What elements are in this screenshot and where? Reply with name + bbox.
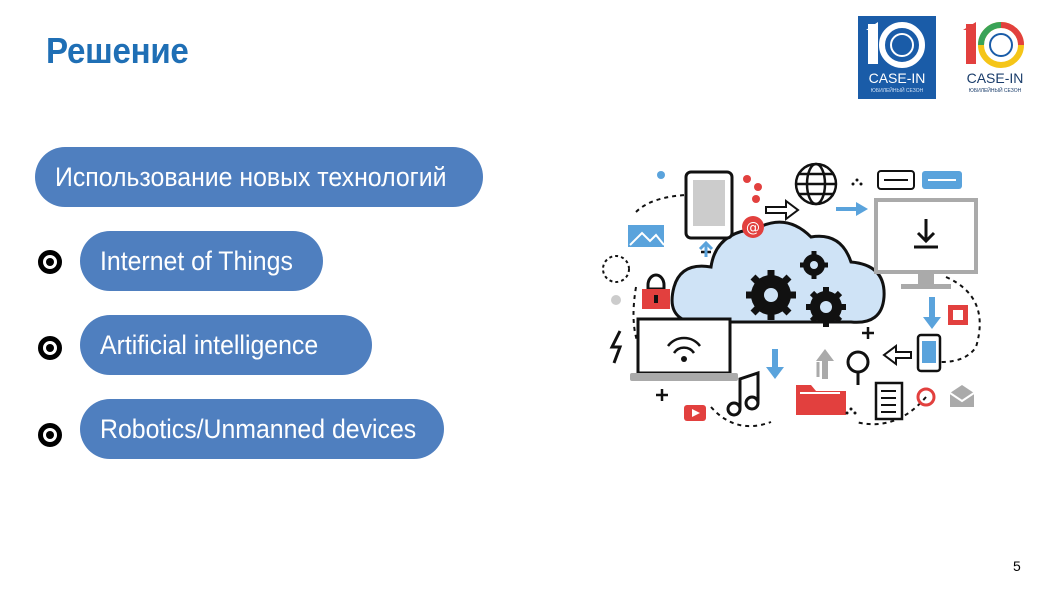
globe-icon [794, 162, 838, 206]
slide-title: Решение [46, 30, 189, 71]
tablet-icon [684, 170, 734, 240]
case-in-logo-color-graphic [963, 22, 1024, 68]
music-note-icon [726, 370, 760, 417]
gear-icon [806, 287, 846, 327]
smartphone-icon [916, 333, 942, 373]
circle-bullet-icon [38, 250, 62, 274]
gear-icon [800, 251, 828, 279]
logo-color-name: CASE-IN [966, 70, 1024, 86]
item-pill-ai: Artificial intelligence [80, 315, 372, 375]
case-in-logo-color: CASE-IN ЮБИЛЕЙНЫЙ СЕЗОН [952, 16, 1038, 99]
case-in-logo-blue: CASE-IN ЮБИЛЕЙНЫЙ СЕЗОН [858, 16, 936, 99]
page-number: 5 [1013, 558, 1021, 574]
item-label: Internet of Things [100, 246, 293, 276]
chip-icon [948, 305, 968, 325]
folder-icon [796, 385, 846, 415]
logo-color-subtitle: ЮБИЛЕЙНЫЙ СЕЗОН [968, 88, 1022, 94]
monitor-icon [874, 198, 978, 289]
item-label: Robotics/Unmanned devices [100, 414, 417, 444]
play-icon [684, 405, 706, 421]
item-pill-iot: Internet of Things [80, 231, 323, 291]
lightning-icon [609, 330, 623, 364]
gear-icon [746, 270, 796, 320]
padlock-icon [642, 273, 670, 309]
case-in-logo-blue-graphic [866, 22, 925, 68]
main-topic-label: Использование новых технологий [55, 162, 447, 192]
main-topic-pill: Использование новых технологий [35, 147, 483, 207]
circle-bullet-icon [38, 336, 62, 360]
at-sign-icon: @ [742, 216, 764, 238]
item-label: Artificial intelligence [100, 330, 319, 360]
magnifier-icon [846, 350, 870, 385]
item-pill-robotics: Robotics/Unmanned devices [80, 399, 444, 459]
svg-text:@: @ [746, 220, 760, 236]
circle-bullet-icon [38, 423, 62, 447]
logo-blue-name: CASE-IN [868, 70, 926, 86]
chat-bubble-icon [877, 170, 962, 190]
logo-blue-subtitle: ЮБИЛЕЙНЫЙ СЕЗОН [870, 88, 924, 94]
document-icon [874, 381, 904, 421]
image-icon [628, 225, 665, 247]
cloud-technology-illustration: @ [602, 162, 981, 428]
envelope-icon [949, 385, 975, 407]
laptop-icon [630, 317, 738, 381]
